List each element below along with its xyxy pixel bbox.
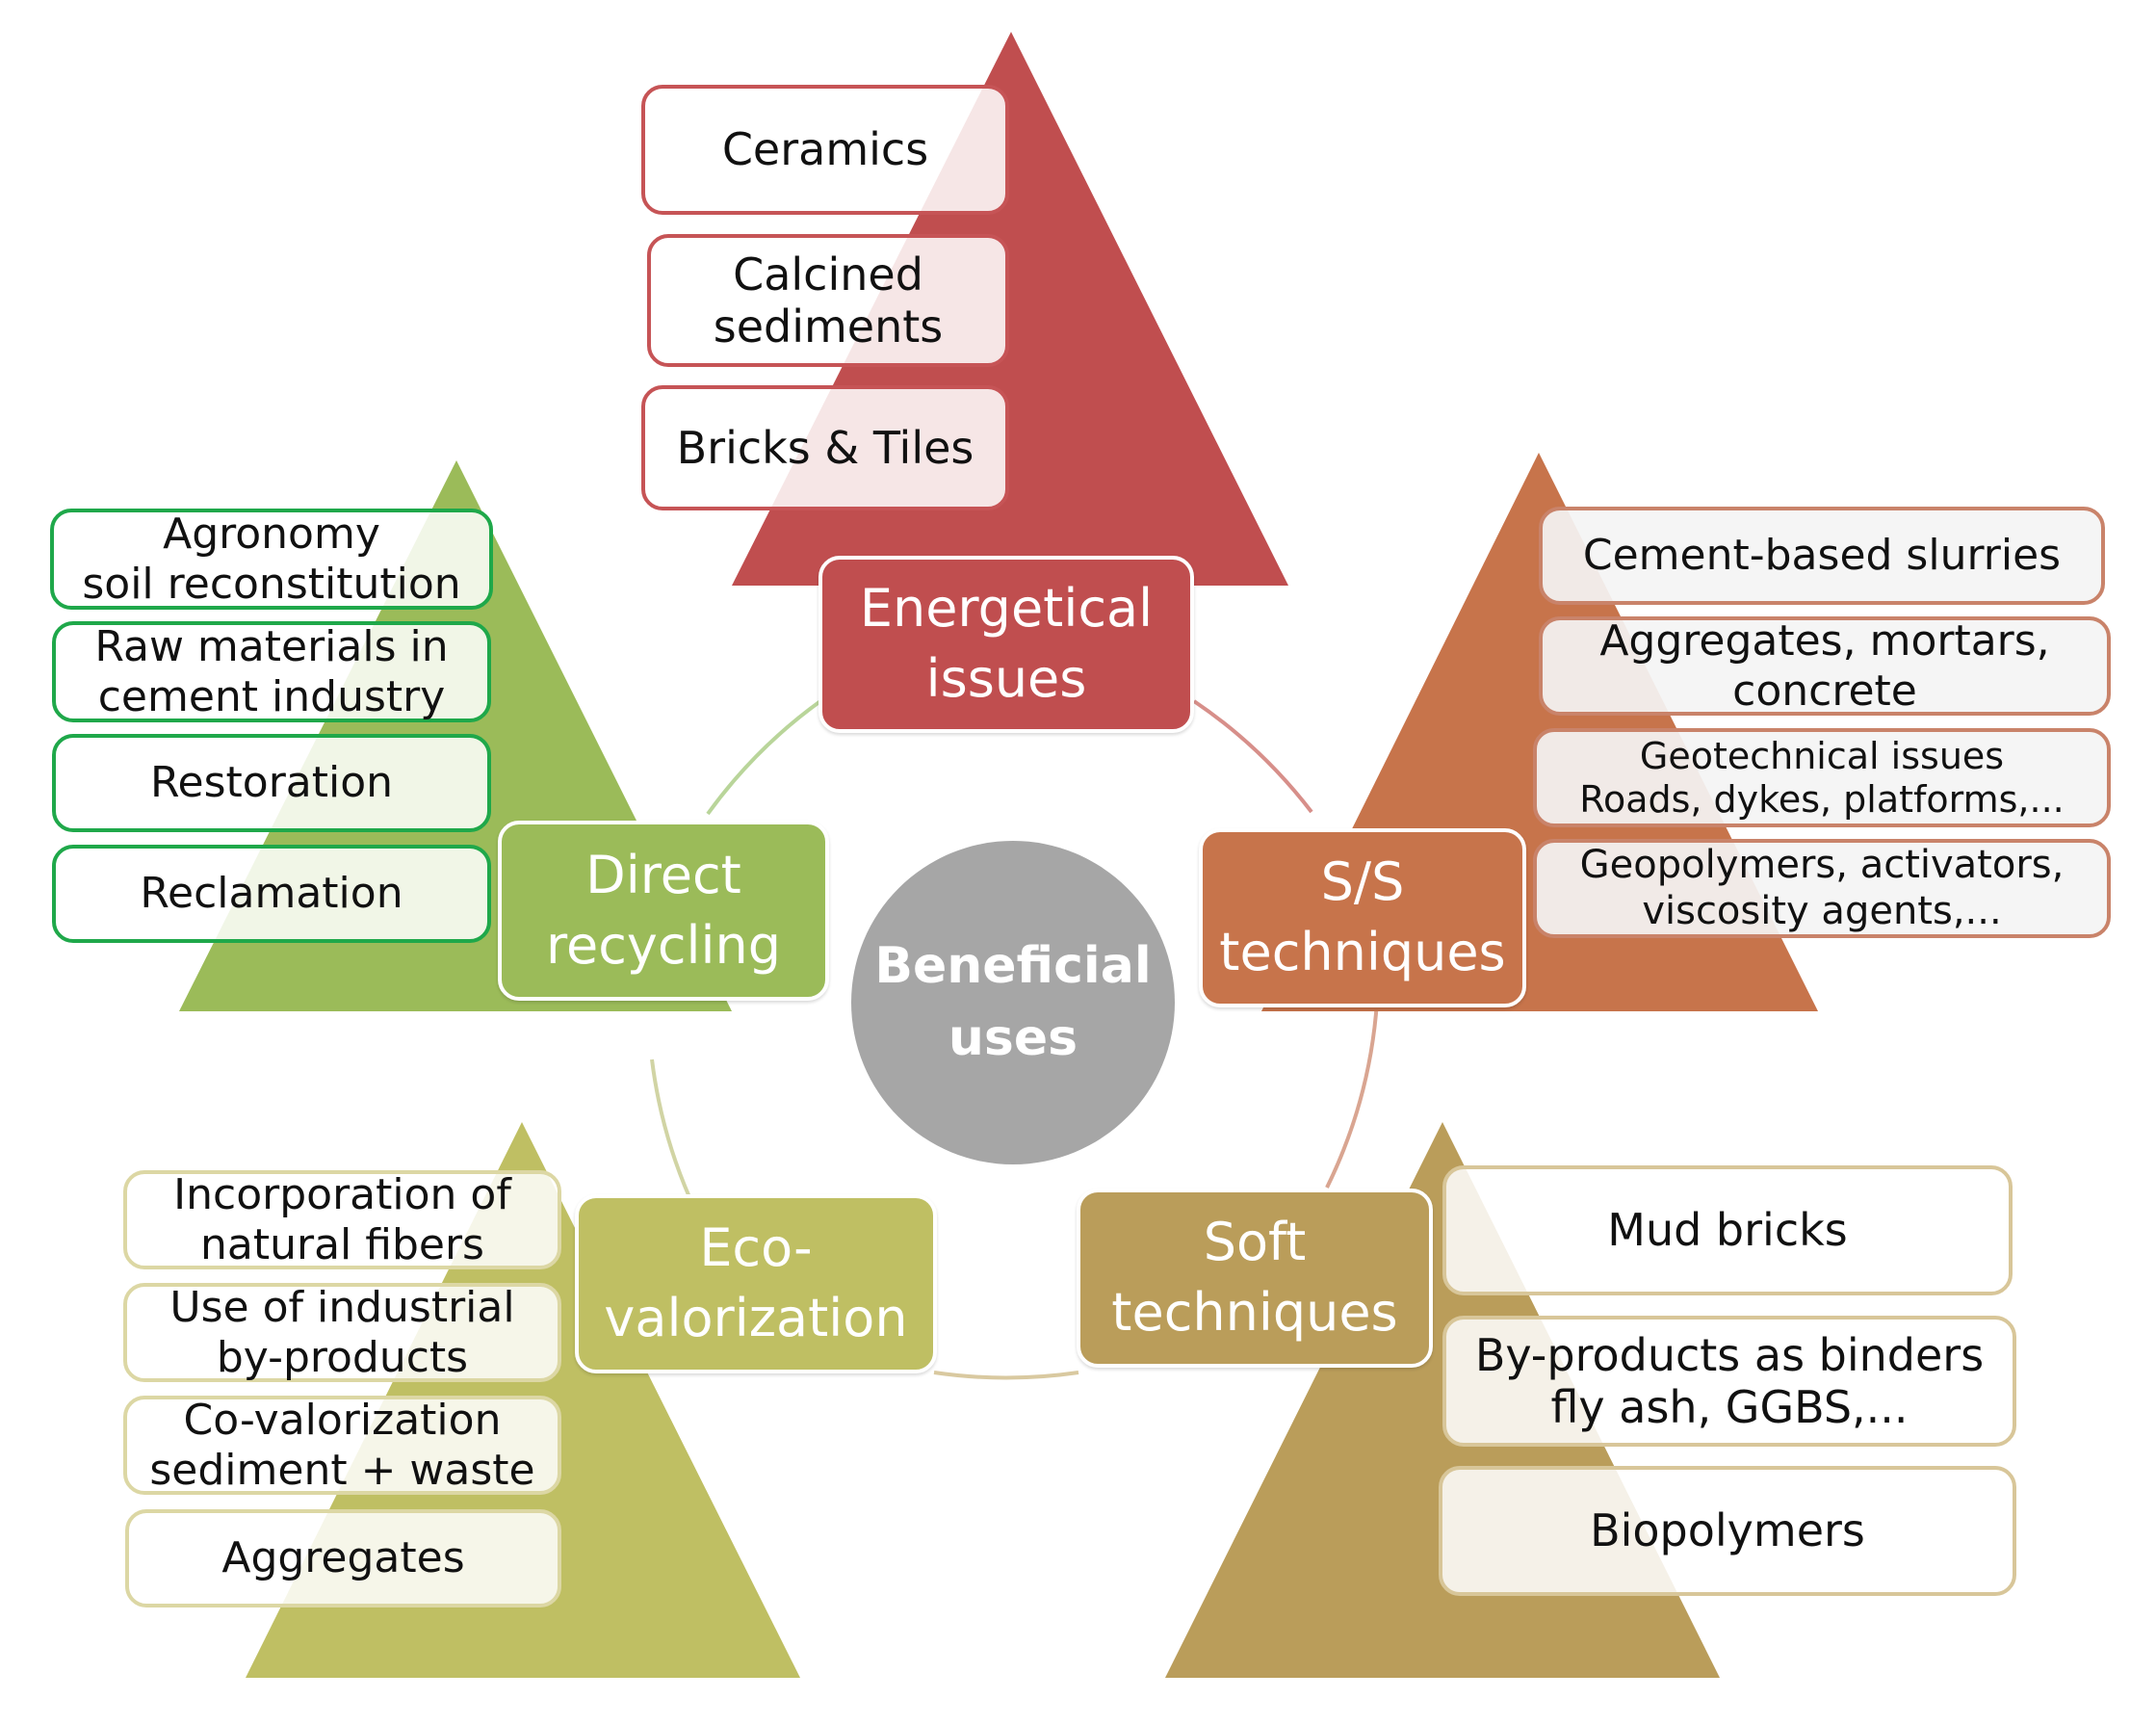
item-mud-bricks-label: Mud bricks [1607,1204,1848,1257]
item-agronomy-label: Agronomy soil reconstitution [82,509,461,609]
arc-ss-soft [1325,1001,1379,1189]
category-eco-valorization-label: Eco- valorization [604,1217,908,1348]
category-soft-techniques-label: Soft techniques [1111,1212,1398,1343]
item-aggregates-label: Aggregates [221,1533,465,1583]
item-mud-bricks: Mud bricks [1442,1165,2013,1295]
item-restoration: Restoration [52,734,491,832]
item-geotechnical-label: Geotechnical issues Roads, dykes, platfo… [1579,734,2065,821]
arc-eco-direct [650,1059,691,1198]
center-label: Beneficial uses [874,936,1152,1067]
category-soft-techniques: Soft techniques [1077,1189,1433,1368]
item-biopolymers: Biopolymers [1439,1466,2016,1596]
item-byproducts-binders: By-products as binders fly ash, GGBS,... [1442,1316,2016,1447]
item-co-valorization-label: Co-valorization sediment + waste [149,1395,535,1495]
arc-direct-energetical [706,699,822,816]
category-ss-techniques: S/S techniques [1199,828,1526,1007]
arc-soft-eco [933,1371,1079,1380]
item-cement-slurries-label: Cement-based slurries [1582,531,2062,581]
item-byproducts-binders-label: By-products as binders fly ash, GGBS,... [1474,1328,1985,1433]
item-reclamation: Reclamation [52,845,491,943]
item-natural-fibers: Incorporation of natural fibers [123,1170,561,1269]
item-industrial-byproducts: Use of industrial by-products [123,1283,561,1382]
category-ss-techniques-label: S/S techniques [1219,851,1506,982]
item-bricks-tiles-label: Bricks & Tiles [676,421,974,474]
category-direct-recycling-label: Direct recycling [545,844,782,976]
item-calcined-sediments-label: Calcined sediments [713,248,944,353]
item-aggregates-mortars-label: Aggregates, mortars, concrete [1599,615,2050,716]
item-agronomy: Agronomy soil reconstitution [50,509,493,610]
item-ceramics: Ceramics [641,85,1009,215]
item-calcined-sediments: Calcined sediments [647,234,1009,367]
item-aggregates-mortars: Aggregates, mortars, concrete [1539,616,2111,716]
category-direct-recycling: Direct recycling [498,821,829,1001]
item-raw-materials: Raw materials in cement industry [52,621,491,722]
arc-energetical-ss [1192,699,1313,814]
item-natural-fibers-label: Incorporation of natural fibers [173,1169,511,1269]
item-raw-materials-label: Raw materials in cement industry [94,621,449,721]
item-geopolymers: Geopolymers, activators, viscosity agent… [1533,839,2111,938]
item-industrial-byproducts-label: Use of industrial by-products [169,1282,515,1382]
category-energetical-label: Energetical issues [859,578,1154,709]
category-eco-valorization: Eco- valorization [575,1194,937,1373]
item-biopolymers-label: Biopolymers [1590,1504,1865,1557]
category-energetical: Energetical issues [818,556,1194,733]
item-cement-slurries: Cement-based slurries [1539,507,2105,605]
center-beneficial-uses: Beneficial uses [851,841,1175,1164]
item-ceramics-label: Ceramics [721,123,929,176]
item-co-valorization: Co-valorization sediment + waste [123,1396,561,1495]
item-bricks-tiles: Bricks & Tiles [641,385,1009,510]
item-geotechnical: Geotechnical issues Roads, dykes, platfo… [1533,728,2111,827]
item-reclamation-label: Reclamation [140,869,403,919]
item-aggregates: Aggregates [125,1509,561,1607]
item-geopolymers-label: Geopolymers, activators, viscosity agent… [1579,843,2065,933]
item-restoration-label: Restoration [149,758,394,808]
